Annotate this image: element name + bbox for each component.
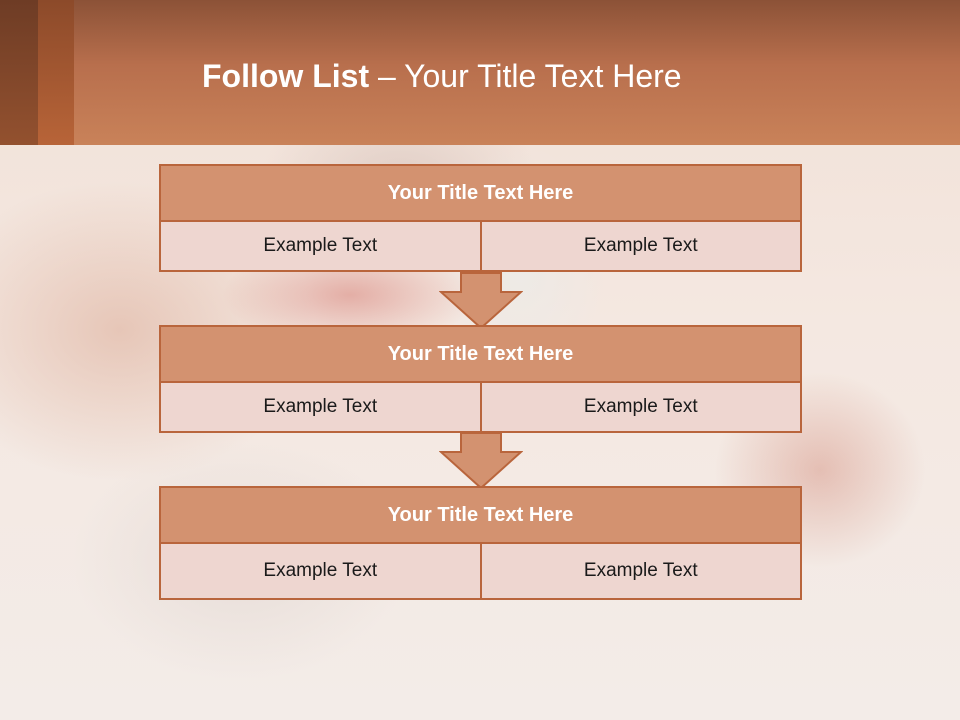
block-cell-right: Example Text (479, 222, 800, 270)
block-row: Example Text Example Text (159, 544, 802, 600)
block-row: Example Text Example Text (159, 383, 802, 433)
header-accent-stripe (0, 0, 38, 145)
slide-title-rest: – Your Title Text Here (369, 58, 682, 94)
list-block: Your Title Text Here Example Text Exampl… (159, 486, 802, 600)
block-title: Your Title Text Here (159, 164, 802, 222)
block-cell-right: Example Text (479, 544, 800, 598)
header-accent-stripe (38, 0, 74, 145)
block-title: Your Title Text Here (159, 325, 802, 383)
down-arrow-icon (439, 272, 523, 330)
block-title: Your Title Text Here (159, 486, 802, 544)
block-cell-left: Example Text (161, 544, 480, 598)
slide-title-bold: Follow List (202, 58, 370, 94)
slide-title: Follow List – Your Title Text Here (202, 54, 682, 98)
list-block: Your Title Text Here Example Text Exampl… (159, 164, 802, 272)
down-arrow-icon (439, 432, 523, 490)
block-row: Example Text Example Text (159, 222, 802, 272)
block-cell-left: Example Text (161, 383, 480, 431)
block-cell-left: Example Text (161, 222, 480, 270)
list-block: Your Title Text Here Example Text Exampl… (159, 325, 802, 433)
header-bar (0, 0, 960, 145)
block-cell-right: Example Text (479, 383, 800, 431)
